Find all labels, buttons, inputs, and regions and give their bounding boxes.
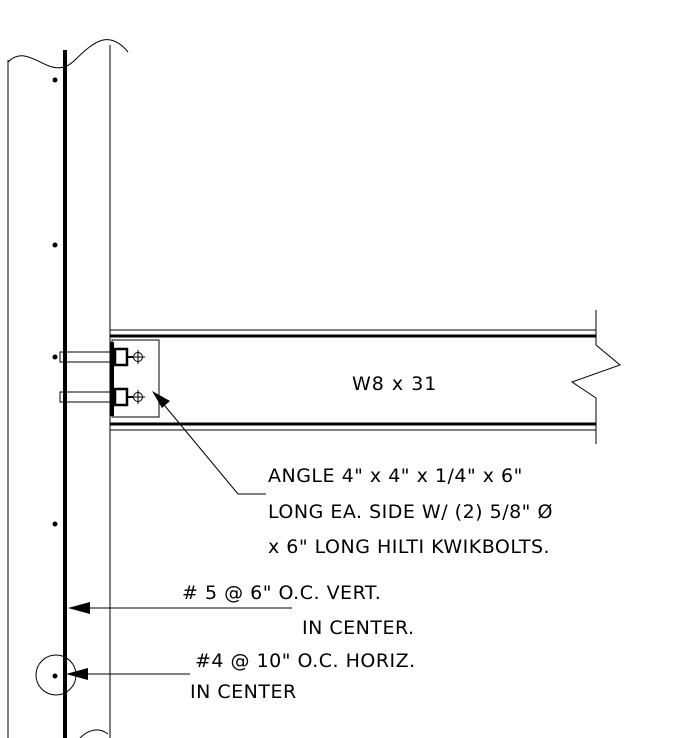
angle-note-line-3: x 6" LONG HILTI KWIKBOLTS. bbox=[268, 536, 550, 558]
anchor-nut bbox=[113, 387, 129, 407]
angle-connection bbox=[59, 339, 160, 418]
beam-break-line bbox=[570, 310, 621, 444]
wall-break-line bbox=[7, 39, 129, 69]
horizontal-rebar-dot bbox=[52, 354, 58, 360]
horizontal-rebar-dot bbox=[52, 77, 58, 83]
vertical-rebar-leader bbox=[68, 602, 292, 614]
horizontal-rebar-leader bbox=[66, 668, 190, 680]
arrowhead bbox=[66, 668, 88, 680]
angle-note-line-2: LONG EA. SIDE W/ (2) 5/8" Ø bbox=[268, 501, 553, 523]
horizontal-rebar-dot bbox=[52, 521, 58, 527]
anchor-shank bbox=[59, 351, 111, 363]
horizontal-rebar-note-line-2: IN CENTER bbox=[190, 681, 297, 703]
leader-line bbox=[159, 399, 266, 495]
horizontal-rebar-dot bbox=[52, 242, 58, 248]
angle-note-line-1: ANGLE 4" x 4" x 1/4" x 6" bbox=[268, 465, 523, 487]
anchor-bolt-top bbox=[59, 347, 145, 367]
anchor-shank bbox=[59, 391, 111, 403]
horizontal-rebar-dot bbox=[52, 673, 58, 679]
vertical-rebar-note-line-1: # 5 @ 6" O.C. VERT. bbox=[182, 582, 381, 604]
arrowhead bbox=[68, 602, 90, 614]
anchor-bolt-bottom bbox=[59, 387, 145, 407]
steel-beam bbox=[110, 310, 621, 444]
angle-callout-leader bbox=[152, 391, 266, 495]
horizontal-rebar-note-line-1: #4 @ 10" O.C. HORIZ. bbox=[195, 650, 416, 672]
vertical-rebar-note-line-2: IN CENTER. bbox=[302, 617, 415, 639]
beam-size-label: W8 x 31 bbox=[352, 373, 437, 395]
arrowhead bbox=[152, 391, 170, 408]
anchor-nut bbox=[113, 347, 129, 367]
wall-bottom-break bbox=[79, 729, 109, 738]
